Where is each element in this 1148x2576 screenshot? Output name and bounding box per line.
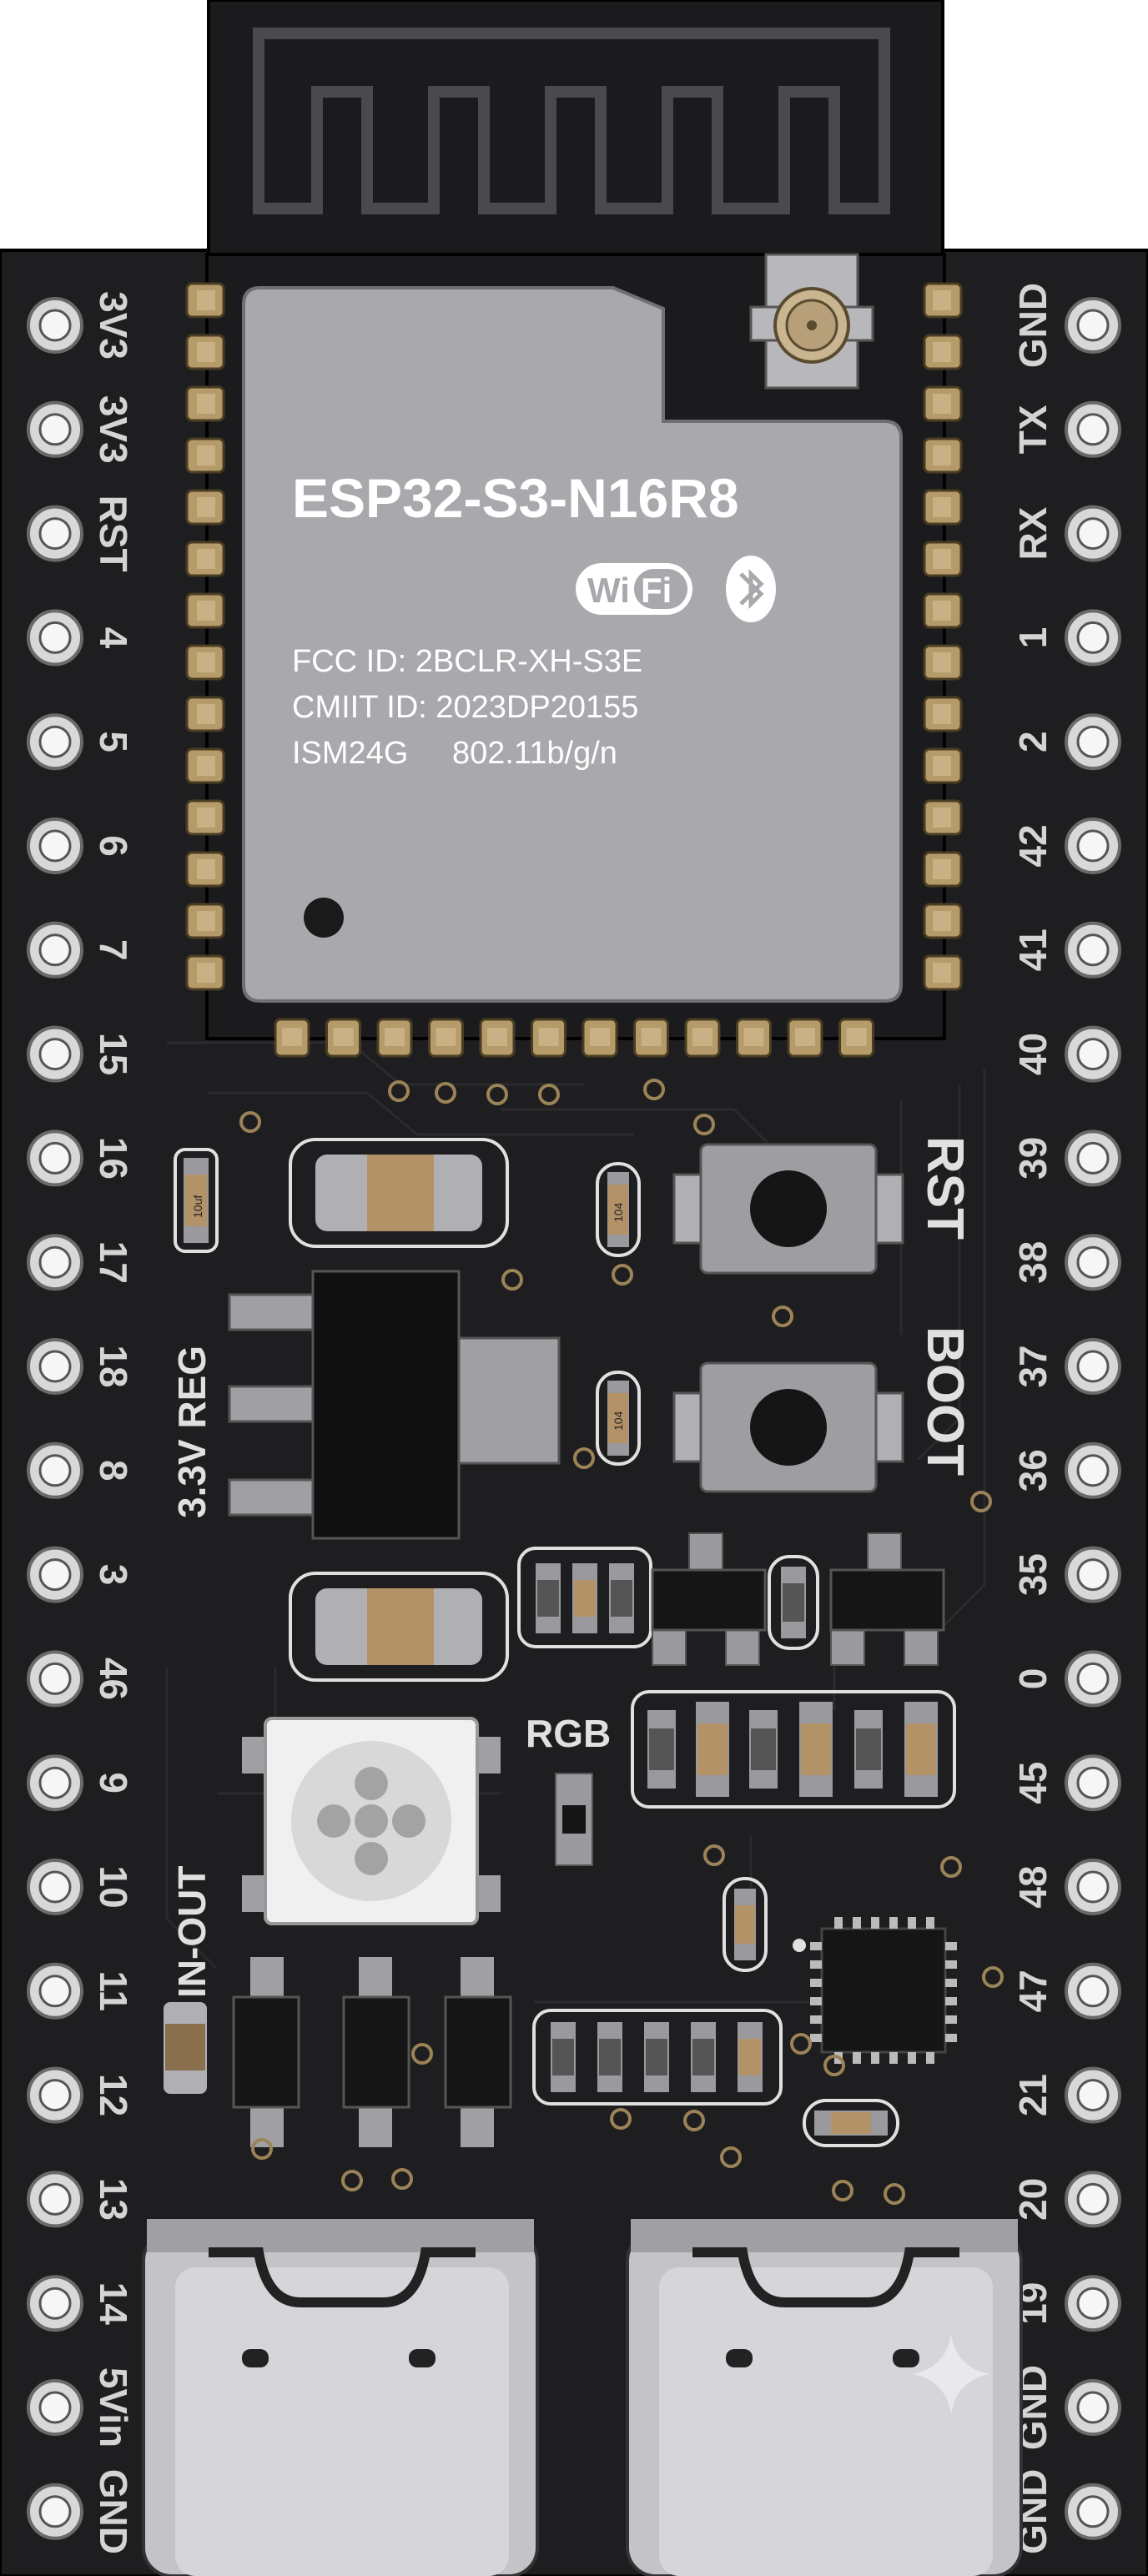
pin-label-right: 45: [1011, 1762, 1055, 1804]
pin-label-right: 39: [1011, 1137, 1055, 1180]
usb-uart-chip: [793, 1917, 957, 2064]
resistor-boot: 104: [596, 1371, 641, 1466]
bluetooth-icon: [726, 556, 776, 622]
resistor-row-bottom: [532, 2009, 783, 2106]
capacitor-value: 10uf: [191, 1195, 204, 1218]
pin-label-right: 48: [1011, 1865, 1055, 1908]
diode-1: [232, 1957, 300, 2147]
pin-label-left: 9: [92, 1772, 135, 1794]
usb-c-port-left[interactable]: [142, 2219, 539, 2576]
in-out-resistor: [164, 2002, 207, 2094]
pin-label-left: 18: [92, 1345, 135, 1387]
pin-label-left: RST: [92, 496, 135, 572]
antenna-board: [207, 0, 944, 260]
pin-label-left: 15: [92, 1033, 135, 1075]
pin-label-right: 20: [1011, 2178, 1055, 2221]
pin-label-left: 13: [92, 2178, 135, 2221]
module-castellated-pads: [185, 282, 963, 1058]
pcb-vias: [239, 1079, 1004, 2205]
left-pin-labels: 3V33V3RST4567151617188346910111213145Vin…: [92, 291, 135, 2554]
rgb-label: RGB: [526, 1712, 611, 1755]
pin1-dot: [304, 898, 344, 938]
bulk-capacitor-top: [289, 1138, 509, 1248]
ufl-antenna-connector: [749, 253, 874, 390]
pin-label-left: 4: [92, 627, 135, 649]
capacitor-10uf: 10uf: [174, 1148, 219, 1253]
rgb-diode: [555, 1773, 593, 1866]
pin-label-right: 38: [1011, 1241, 1055, 1284]
pin-label-right: 36: [1011, 1449, 1055, 1492]
sparkle-icon: [913, 2334, 989, 2414]
pin-label-left: 5: [92, 731, 135, 752]
pin-label-left: 7: [92, 939, 135, 961]
pin-label-left: 16: [92, 1137, 135, 1180]
module-wifi-standard: 802.11b/g/n: [452, 736, 617, 771]
module-fcc-id: FCC ID: 2BCLR-XH-S3E: [292, 644, 642, 679]
rst-button-label: RST: [916, 1136, 974, 1240]
pcb-antenna-trace: [253, 28, 890, 214]
resistor-row-rgb: [631, 1690, 956, 1809]
pin-label-right: GND: [1011, 283, 1055, 368]
resistor-array: [517, 1547, 652, 1648]
pin-label-left: 11: [92, 1970, 135, 2011]
bulk-capacitor-bottom: [289, 1572, 509, 1682]
pin-label-right: 0: [1011, 1668, 1055, 1690]
resistor-qfn: [723, 1877, 768, 1972]
resistor-horizontal: [803, 2099, 899, 2147]
pin-label-right: 2: [1011, 731, 1055, 752]
pin-label-right: 42: [1011, 824, 1055, 867]
pin-label-left: 3V3: [92, 291, 135, 360]
diode-3: [444, 1957, 512, 2147]
transistor-1: [651, 1532, 767, 1666]
boot-button[interactable]: [672, 1361, 904, 1493]
wifi-logo: Wi Fi: [576, 563, 692, 615]
pin-label-left: GND: [92, 2469, 135, 2554]
rst-button[interactable]: [672, 1143, 904, 1275]
resistor-boot-value: 104: [612, 1411, 625, 1431]
pin-label-left: 3: [92, 1564, 135, 1586]
pin-label-right: 47: [1011, 1970, 1055, 2012]
wifi-logo-left: Wi: [587, 571, 630, 610]
module-shield: [242, 286, 903, 1003]
pin-label-right: 37: [1011, 1345, 1055, 1387]
pin-label-right: RX: [1011, 506, 1055, 560]
resistor-rst: 104: [596, 1162, 641, 1257]
transistor-2: [829, 1532, 945, 1666]
pin-label-left: 14: [92, 2282, 135, 2326]
pin-label-right: TX: [1011, 405, 1055, 454]
rgb-led: [242, 1717, 501, 1925]
pin-label-left: 5Vin: [92, 2367, 135, 2448]
pin-label-left: 12: [92, 2074, 135, 2116]
module-ism-band: ISM24G: [292, 736, 408, 771]
module-model: ESP32-S3-N16R8: [292, 467, 739, 529]
header-pin-holes: [27, 297, 1121, 2540]
usb-c-port-right[interactable]: [626, 2219, 1023, 2576]
diode-2: [342, 1957, 410, 2147]
pin-label-left: 10: [92, 1865, 135, 1908]
pin-label-left: 6: [92, 835, 135, 857]
pin-label-right: 1: [1011, 627, 1055, 649]
pin-label-right: 41: [1011, 928, 1055, 971]
resistor-small: [768, 1555, 819, 1650]
pin-label-right: 21: [1011, 2074, 1055, 2116]
module-cmiit-id: CMIIT ID: 2023DP20155: [292, 690, 638, 725]
pin-label-left: 17: [92, 1241, 135, 1284]
pin-label-left: 3V3: [92, 395, 135, 464]
pin-label-left: 8: [92, 1460, 135, 1482]
pin-label-right: 40: [1011, 1033, 1055, 1075]
resistor-rst-value: 104: [612, 1202, 625, 1222]
regulator-label: 3.3V REG: [170, 1346, 214, 1518]
in-out-label: IN-OUT: [170, 1866, 214, 1998]
pin-label-right: 35: [1011, 1553, 1055, 1596]
boot-button-label: BOOT: [916, 1326, 974, 1476]
wifi-logo-right: Fi: [641, 571, 672, 610]
pin-label-left: 46: [92, 1658, 135, 1700]
voltage-regulator: [228, 1270, 561, 1540]
